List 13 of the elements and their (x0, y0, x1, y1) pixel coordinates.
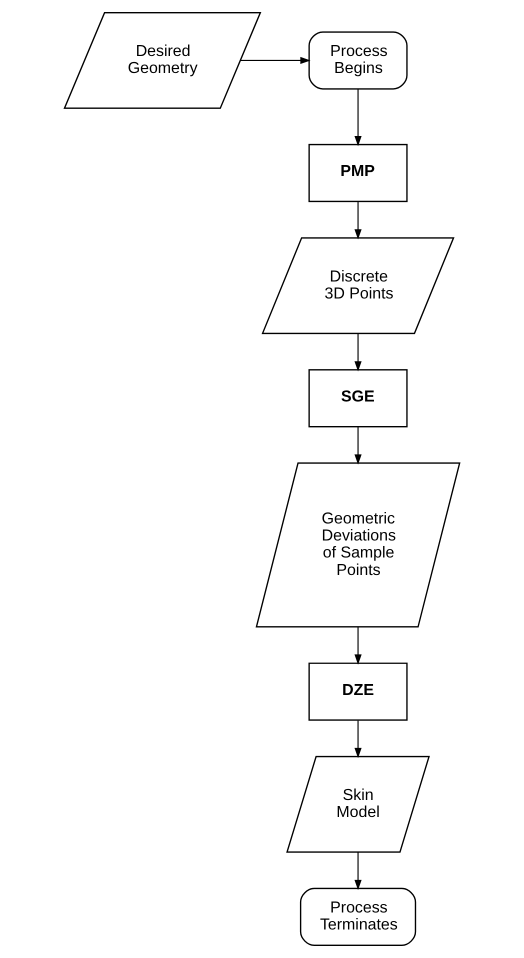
node-box: DZE (308, 662, 408, 721)
arrow (354, 852, 362, 890)
node-box: Process Begins (308, 31, 408, 90)
arrow (354, 426, 362, 465)
arrow (240, 56, 311, 64)
node-box: SGE (308, 369, 408, 428)
arrow (354, 627, 362, 665)
arrow (354, 89, 362, 146)
arrow (354, 720, 362, 758)
node-box: PMP (308, 144, 408, 202)
arrow (354, 334, 362, 372)
node-box: Process Terminates (300, 888, 416, 946)
arrow (354, 202, 362, 240)
